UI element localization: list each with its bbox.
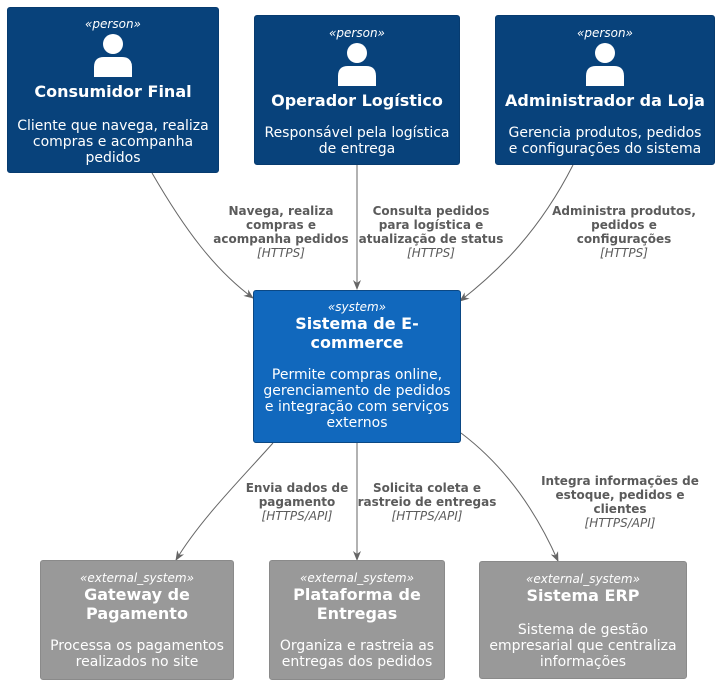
relation-label-entregas: Solicita coleta e rastreio de entregas [… — [356, 481, 498, 523]
stereotype-label: «external_system» — [300, 571, 414, 585]
relation-protocol: [HTTPS/API] — [584, 516, 656, 530]
relation-text: Envia dados de pagamento — [245, 481, 349, 509]
edge-consumidor-sistema — [151, 172, 254, 299]
person-icon — [586, 43, 624, 86]
stereotype-label: «external_system» — [80, 571, 194, 585]
relation-label-erp: Integra informações de estoque, pedidos … — [540, 474, 700, 530]
person-description: Gerencia produtos, pedidos e configuraçõ… — [508, 125, 702, 157]
system-description: Permite compras online, gerenciamento de… — [263, 367, 451, 431]
relation-protocol: [HTTPS] — [407, 246, 455, 260]
relation-label-consumidor: Navega, realiza compras e acompanha pedi… — [212, 204, 350, 260]
stereotype-label: «person» — [85, 17, 141, 31]
relation-label-admin: Administra produtos, pedidos e configura… — [550, 204, 698, 260]
relation-text: Solicita coleta e rastreio de entregas — [357, 481, 497, 509]
relation-text: Consulta pedidos para logística e atuali… — [358, 204, 504, 246]
person-title: Consumidor Final — [34, 82, 192, 101]
edge-sistema-erp — [460, 432, 559, 562]
relation-label-operador: Consulta pedidos para logística e atuali… — [356, 204, 506, 260]
person-title: Operador Logístico — [271, 91, 443, 110]
external-system-title: Plataforma de Entregas — [293, 585, 421, 623]
stereotype-label: «system» — [327, 300, 387, 314]
external-system-description: Sistema de gestão empresarial que centra… — [489, 622, 677, 670]
relation-label-gateway: Envia dados de pagamento [HTTPS/API] — [240, 481, 354, 523]
person-administrador-loja[interactable]: «person» Administrador da Loja Gerencia … — [495, 15, 715, 165]
relation-protocol: [HTTPS] — [257, 246, 305, 260]
person-icon — [338, 43, 376, 86]
external-system-gateway-pagamento[interactable]: «external_system» Gateway de Pagamento P… — [40, 560, 234, 680]
stereotype-label: «person» — [577, 26, 633, 40]
system-title: Sistema de E-commerce — [295, 314, 419, 352]
edge-admin-sistema — [459, 164, 574, 302]
edge-sistema-gateway — [175, 442, 274, 561]
relation-protocol: [HTTPS/API] — [391, 509, 463, 523]
external-system-erp[interactable]: «external_system» Sistema ERP Sistema de… — [479, 561, 687, 679]
relation-protocol: [HTTPS/API] — [261, 509, 333, 523]
relation-text: Administra produtos, pedidos e configura… — [552, 204, 696, 246]
relation-text: Integra informações de estoque, pedidos … — [541, 474, 699, 516]
person-consumidor-final[interactable]: «person» Consumidor Final Cliente que na… — [7, 7, 219, 173]
external-system-description: Processa os pagamentos realizados no sit… — [50, 638, 224, 670]
external-system-description: Organiza e rastreia as entregas dos pedi… — [279, 638, 435, 670]
relation-protocol: [HTTPS] — [600, 246, 648, 260]
person-operador-logistico[interactable]: «person» Operador Logístico Responsável … — [254, 15, 460, 165]
external-system-title: Gateway de Pagamento — [84, 585, 190, 623]
stereotype-label: «person» — [329, 26, 385, 40]
system-ecommerce[interactable]: «system» Sistema de E-commerce Permite c… — [253, 290, 461, 443]
person-description: Responsável pela logística de entrega — [264, 125, 450, 157]
person-title: Administrador da Loja — [505, 91, 705, 110]
person-icon — [94, 34, 132, 77]
external-system-plataforma-entregas[interactable]: «external_system» Plataforma de Entregas… — [269, 560, 445, 680]
relation-text: Navega, realiza compras e acompanha pedi… — [213, 204, 349, 246]
external-system-title: Sistema ERP — [526, 586, 640, 605]
stereotype-label: «external_system» — [526, 572, 640, 586]
person-description: Cliente que navega, realiza compras e ac… — [17, 118, 209, 166]
